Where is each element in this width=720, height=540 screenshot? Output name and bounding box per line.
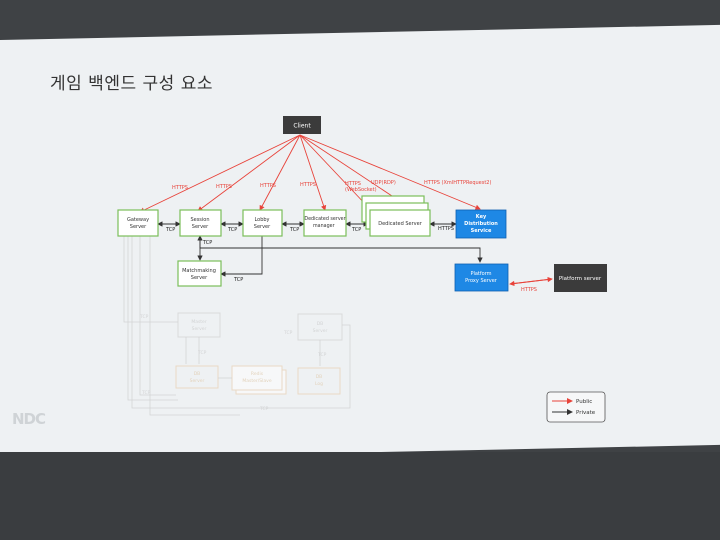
faded-box-e	[297, 367, 341, 395]
matchmaking-server-node	[177, 260, 222, 287]
faded-c-line2: Master/Slave	[242, 378, 271, 384]
gateway-line2: Server	[130, 224, 147, 230]
faded-d-line2: Server	[313, 328, 328, 334]
label-xhr: HTTPS (XmlHTTPRequest2)	[424, 180, 491, 186]
faded-c-line1: Redis	[251, 371, 264, 377]
faded-d-line1: DB	[317, 321, 324, 327]
faded-e-line2: Log	[315, 381, 323, 387]
kds-line1: Key	[476, 214, 487, 220]
proxy-line2: Proxy Server	[465, 278, 498, 284]
label-https-dsm: HTTPS	[300, 182, 316, 188]
lobby-line2: Server	[254, 224, 271, 230]
faded-box-a	[177, 312, 221, 338]
legend: Public Private	[546, 391, 606, 423]
private-edges	[157, 221, 483, 277]
faded-a-line2: Server	[192, 326, 207, 332]
dedicated-label: Dedicated Server	[378, 221, 422, 227]
faded-b-line1: DB	[194, 371, 201, 377]
session-line1: Session	[190, 217, 209, 223]
matchmaking-line1: Matchmaking	[182, 268, 216, 274]
label-tcp-1: TCP	[165, 227, 175, 233]
platform-server-node	[554, 264, 607, 292]
kds-line3: Service	[471, 228, 492, 234]
gateway-server-node	[117, 209, 159, 237]
label-tcp-3: TCP	[289, 227, 299, 233]
faded-tcp-5: TCP	[141, 390, 151, 396]
key-distribution-service-node	[455, 209, 507, 239]
public-edges	[139, 134, 553, 287]
faded-box-b	[175, 365, 219, 389]
label-https-lobby: HTTPS	[260, 183, 276, 189]
label-tcp-4: TCP	[351, 227, 361, 233]
lobby-line1: Lobby	[254, 217, 269, 223]
faded-tcp-1: TCP	[139, 314, 149, 320]
dedicated-server-node	[369, 209, 431, 237]
label-https-session: HTTPS	[216, 184, 232, 190]
ndc-watermark: NDC	[12, 410, 46, 428]
faded-tcp-4: TCP	[317, 352, 327, 358]
label-tcp-2: TCP	[227, 227, 237, 233]
faded-a-line1: Master	[191, 319, 207, 325]
dsm-line1: Dedicated server	[304, 216, 345, 222]
label-tcp-6: TCP	[233, 277, 243, 283]
faded-e-line1: DB	[316, 374, 323, 380]
proxy-line1: Platform	[470, 271, 491, 277]
faded-components: Master Server DB Server Redis Master/Sla…	[123, 236, 351, 416]
platform-server-label: Platform server	[559, 276, 602, 282]
projector-shade	[0, 452, 720, 540]
faded-box-c	[231, 365, 283, 391]
client-node	[283, 116, 321, 134]
legend-private-label: Private	[576, 410, 596, 416]
label-https-ws-2: (WebSocket)	[345, 187, 377, 193]
faded-box-d	[297, 313, 343, 341]
session-server-node	[179, 209, 222, 237]
label-https-gateway: HTTPS	[172, 185, 188, 191]
gateway-line1: Gateway	[127, 217, 149, 223]
label-https-platform: HTTPS	[521, 287, 537, 293]
label-udp: UDP(RDP)	[371, 180, 396, 186]
legend-public-label: Public	[576, 399, 592, 405]
kds-line2: Distribution	[464, 221, 498, 227]
client-label: Client	[293, 123, 311, 130]
faded-b-line2: Server	[190, 378, 205, 384]
label-tcp-5: TCP	[202, 240, 212, 246]
faded-tcp-6: TCP	[259, 406, 269, 412]
platform-proxy-server-node	[454, 263, 509, 292]
session-line2: Server	[192, 224, 209, 230]
label-https-ws-1: HTTPS	[345, 181, 361, 187]
dsm-line2: manager	[313, 223, 335, 229]
label-https-kds: HTTPS	[438, 226, 454, 232]
lobby-server-node	[242, 209, 283, 237]
faded-tcp-2: TCP	[197, 350, 207, 356]
dedicated-server-manager-node	[303, 209, 347, 237]
faded-tcp-3: TCP	[283, 330, 293, 336]
matchmaking-line2: Server	[191, 275, 208, 281]
slide-title: 게임 백엔드 구성 요소	[50, 74, 213, 94]
